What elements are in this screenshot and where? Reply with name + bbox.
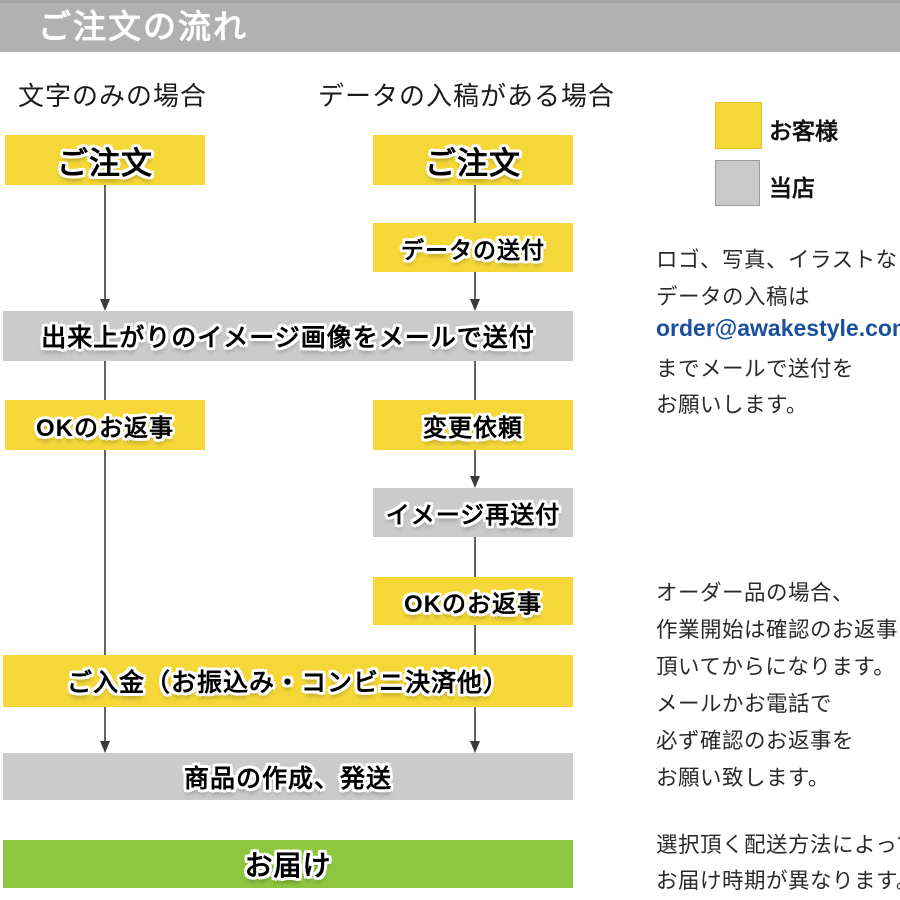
note-submission-line: までメールで送付を (656, 357, 855, 381)
flow-arrowhead (100, 299, 110, 311)
flow-box-data-send: データの送付 (373, 223, 573, 272)
column-label-text-only: 文字のみの場合 (18, 81, 208, 111)
flow-arrowhead (470, 476, 480, 488)
legend-store-label: 当店 (769, 175, 815, 201)
flow-box-order-left: ご注文 (5, 135, 205, 185)
flow-arrowhead (470, 741, 480, 753)
flow-arrowhead (100, 741, 110, 753)
note-delivery-line: 選択頂く配送方法によって (656, 833, 900, 857)
flow-box-change-request: 変更依頼 (373, 400, 573, 450)
note-confirmation-line: 必ず確認のお返事を (656, 729, 855, 753)
flow-box-ok-reply-left: OKのお返事 (5, 400, 205, 450)
legend-customer-swatch (715, 102, 762, 149)
note-submission-line: お願いします。 (656, 393, 808, 417)
note-confirmation-line: お願い致します。 (656, 766, 830, 790)
flow-box-image-mail: 出来上がりのイメージ画像をメールで送付 (3, 311, 573, 361)
email-link[interactable]: order@awakestyle.com (656, 315, 900, 341)
page-header: ご注文の流れ (0, 0, 900, 52)
note-delivery-line: お届け時期が異なります。 (656, 869, 900, 893)
flow-arrowhead (470, 299, 480, 311)
note-confirmation-line: 頂いてからになります。 (656, 655, 896, 679)
flow-box-payment: ご入金（お振込み・コンビニ決済他） (3, 655, 573, 707)
flow-box-image-resend: イメージ再送付 (373, 488, 573, 537)
note-confirmation-line: メールかお電話で (656, 692, 833, 716)
note-confirmation-line: 作業開始は確認のお返事を (656, 618, 900, 642)
flow-box-order-right: ご注文 (373, 135, 573, 185)
legend-customer-label: お客様 (769, 118, 838, 144)
flow-box-create-ship: 商品の作成、発送 (3, 753, 573, 800)
page-title: ご注文の流れ (38, 7, 248, 45)
flow-box-delivery: お届け (3, 840, 573, 888)
note-confirmation-line: オーダー品の場合、 (656, 581, 855, 605)
note-submission-line: ロゴ、写真、イラストなど (656, 248, 900, 272)
flow-box-ok-reply-right: OKのお返事 (373, 577, 573, 625)
legend-store-swatch (715, 160, 760, 206)
note-submission-line: データの入稿は (656, 285, 811, 309)
column-label-with-data: データの入稿がある場合 (318, 81, 616, 111)
